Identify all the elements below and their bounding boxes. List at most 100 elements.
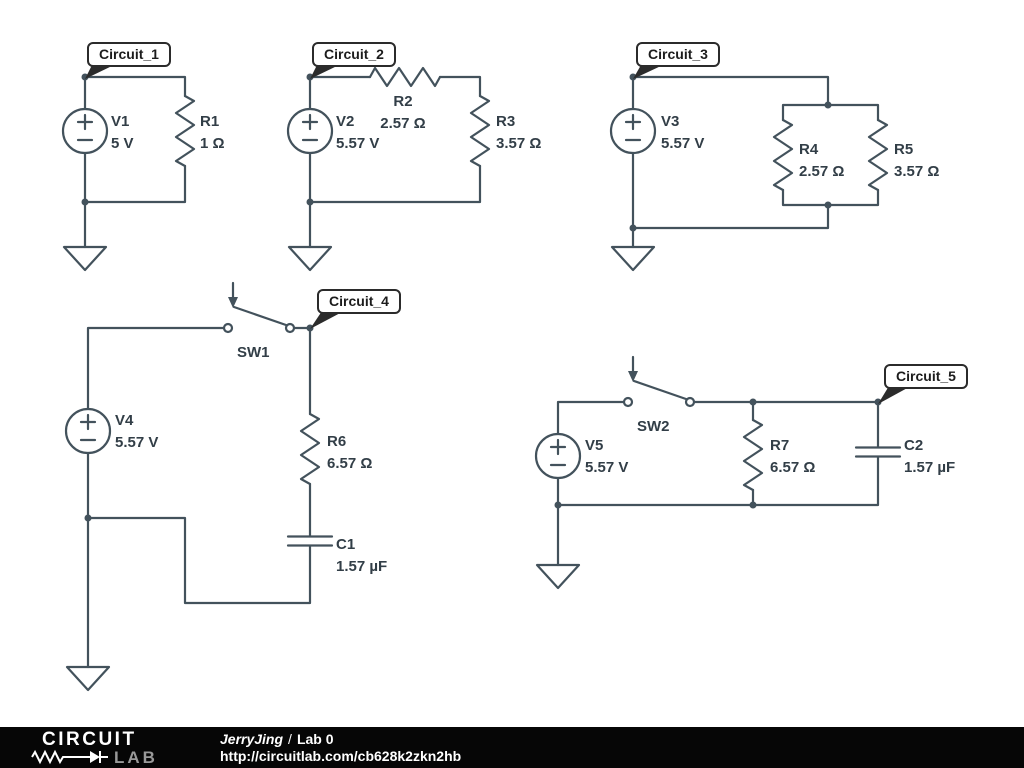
r1-ref-label: R1 (200, 113, 219, 130)
sw2-switch-symbol (622, 355, 696, 408)
v3-value-label: 5.57 V (661, 135, 704, 152)
separator: / (288, 730, 292, 747)
circuit-2: V2 5.57 V R2 2.57 Ω R3 3.57 Ω Circuit_2 (286, 42, 541, 272)
footer-credit: JerryJing/Lab 0 http://circuitlab.com/cb… (220, 731, 461, 765)
v3-voltage-source-symbol (609, 107, 657, 155)
v3-ref-label: V3 (661, 113, 679, 130)
v4-ref-label: V4 (115, 412, 134, 429)
junction-dot (824, 201, 832, 209)
circuit-1-wires (83, 75, 187, 249)
junction-dot (629, 73, 637, 81)
callout-box (884, 364, 968, 389)
r1-value-label: 1 Ω (200, 135, 225, 152)
callout-box (312, 42, 396, 67)
author-line: JerryJing/Lab 0 (220, 731, 461, 748)
circuit-3: V3 5.57 V R4 2.57 Ω R5 3.57 Ω Circuit_3 (609, 42, 939, 272)
r3-ref-label: R3 (496, 113, 515, 130)
circuit-1-ground-symbol (62, 245, 108, 272)
callout-pointer (85, 65, 114, 79)
sw1-switch-symbol (222, 281, 296, 334)
callout-pointer (878, 386, 911, 404)
v2-value-label: 5.57 V (336, 135, 379, 152)
callout-box (317, 289, 401, 314)
circuit-3-ground-symbol (610, 245, 656, 272)
sw2-ref-label: SW2 (637, 418, 670, 435)
circuit-4: SW1 V4 5.57 V R6 6.57 Ω C1 1.57 µF Circu… (64, 281, 401, 692)
junction-dot (81, 198, 89, 206)
r5-ref-label: R5 (894, 141, 913, 158)
junction-dot (874, 398, 882, 406)
junction-dot (554, 501, 562, 509)
r6-resistor-symbol (299, 412, 321, 486)
v2-ref-label: V2 (336, 113, 354, 130)
c1-value-label: 1.57 µF (336, 558, 387, 575)
junction-dot (749, 501, 757, 509)
r6-ref-label: R6 (327, 433, 346, 450)
junction-dot (84, 514, 92, 522)
v5-voltage-source-symbol (534, 432, 582, 480)
r4-ref-label: R4 (799, 141, 819, 158)
junction-dot (81, 73, 89, 81)
circuit-5: SW2 V5 5.57 V R7 6.57 Ω C2 1.57 µF Circu… (534, 355, 968, 590)
c1-ref-label: C1 (336, 536, 355, 553)
v4-voltage-source-symbol (64, 407, 112, 455)
circuit-1-callout: Circuit_1 (85, 42, 171, 79)
v1-voltage-source-symbol (61, 107, 109, 155)
logo-diode-icon (90, 750, 108, 763)
junction-dot (306, 198, 314, 206)
circuit-1-label: Circuit_1 (99, 46, 159, 62)
r7-ref-label: R7 (770, 437, 789, 454)
circuit-2-label: Circuit_2 (324, 46, 384, 62)
circuit-2-wires (308, 75, 482, 249)
callout-pointer (633, 65, 663, 79)
r6-value-label: 6.57 Ω (327, 455, 372, 472)
r5-value-label: 3.57 Ω (894, 163, 939, 180)
r1-resistor-symbol (174, 94, 196, 168)
c1-capacitor-symbol (286, 535, 334, 547)
callout-pointer (310, 311, 344, 329)
v5-value-label: 5.57 V (585, 459, 628, 476)
v5-ref-label: V5 (585, 437, 603, 454)
v4-value-label: 5.57 V (115, 434, 158, 451)
circuit-5-label: Circuit_5 (896, 368, 956, 384)
callout-box (636, 42, 720, 67)
circuit-2-ground-symbol (287, 245, 333, 272)
footer-bar: CIRCUIT LAB JerryJing/Lab 0 http://circu… (0, 727, 1024, 768)
junction-dot (306, 324, 314, 332)
circuit-4-ground-symbol (65, 665, 111, 692)
c2-value-label: 1.57 µF (904, 459, 955, 476)
sw1-ref-label: SW1 (237, 344, 270, 361)
circuit-4-wires (86, 326, 312, 669)
logo-circuit-text: CIRCUIT (42, 729, 137, 750)
c2-ref-label: C2 (904, 437, 923, 454)
callout-box (87, 42, 171, 67)
circuit-4-label: Circuit_4 (329, 293, 389, 309)
circuit-5-callout: Circuit_5 (878, 364, 968, 404)
circuit-3-label: Circuit_3 (648, 46, 708, 62)
circuit-3-wires (631, 75, 880, 249)
junction-dot (629, 224, 637, 232)
author-name: JerryJing (220, 730, 284, 747)
r7-resistor-symbol (742, 418, 764, 492)
r3-resistor-symbol (469, 94, 491, 168)
circuit-3-callout: Circuit_3 (633, 42, 720, 79)
circuit-4-callout: Circuit_4 (310, 289, 401, 329)
junction-dot (306, 73, 314, 81)
circuit-5-wires (556, 400, 880, 567)
r2-resistor-symbol (368, 66, 442, 88)
callout-pointer (310, 65, 339, 79)
r5-resistor-symbol (867, 118, 889, 192)
circuit-2-callout: Circuit_2 (310, 42, 396, 79)
v2-voltage-source-symbol (286, 107, 334, 155)
r2-value-label: 2.57 Ω (380, 115, 425, 132)
r4-resistor-symbol (772, 118, 794, 192)
logo-resistor-icon (31, 749, 90, 764)
schematic-title: Lab 0 (296, 730, 334, 747)
r2-ref-label: R2 (393, 93, 412, 110)
r4-value-label: 2.57 Ω (799, 163, 844, 180)
circuitlab-logo: CIRCUIT LAB (31, 729, 155, 767)
schematic-url[interactable]: http://circuitlab.com/cb628k2zkn2hb (220, 747, 462, 764)
r3-value-label: 3.57 Ω (496, 135, 541, 152)
junction-dot (749, 398, 757, 406)
